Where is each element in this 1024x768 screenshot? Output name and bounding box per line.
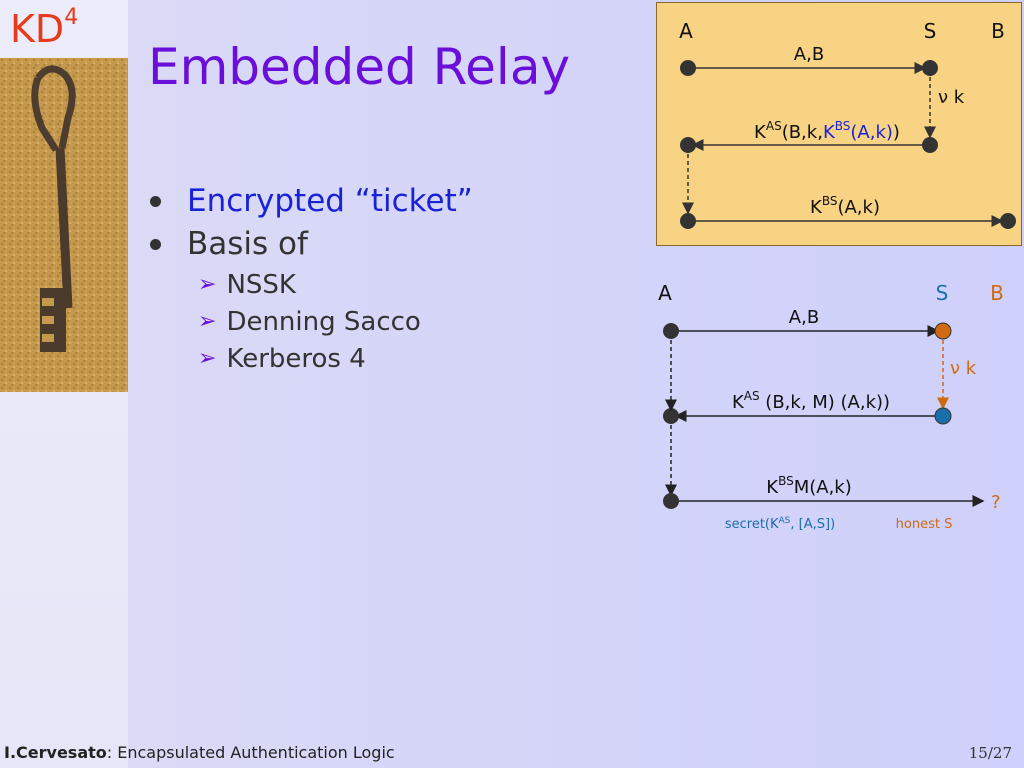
nu-k-label: ν k: [950, 358, 977, 379]
node-a2: [663, 408, 679, 424]
footer-author: I.Cervesato: [4, 743, 107, 762]
msg2-as: AS: [744, 389, 760, 403]
msg2-k: K: [754, 122, 767, 143]
msg3-label: KBS(A,k): [810, 194, 880, 218]
arrow-bullet-icon: ➢: [198, 272, 217, 297]
node-b-as-s1: [934, 322, 952, 340]
agent-label-a: A: [658, 281, 672, 305]
node-a2: [680, 137, 696, 153]
agent-label-s: S: [936, 281, 949, 305]
node-s2: [922, 137, 938, 153]
honest-label: honest S: [896, 517, 953, 532]
kd-badge-sup: 4: [64, 5, 79, 31]
footer-credit: I.Cervesato: Encapsulated Authentication…: [4, 743, 395, 762]
msg3-rest: M(A,k): [794, 477, 852, 498]
agent-label-b: B: [991, 19, 1005, 43]
node-a1: [680, 60, 696, 76]
agent-label-b: B: [990, 281, 1004, 305]
node-s2: [934, 407, 952, 425]
sub-bullet-text: NSSK: [226, 269, 296, 300]
node-s1: [922, 60, 938, 76]
msg3-k: K: [810, 197, 823, 218]
msg2-bs: BS: [835, 119, 851, 133]
node-a1: [663, 323, 679, 339]
sub-bullet-item: ➢ Kerberos 4: [150, 340, 473, 377]
node-a3: [680, 213, 696, 229]
agent-label-s: S: [924, 19, 937, 43]
sub-bullet-item: ➢ Denning Sacco: [150, 303, 473, 340]
kd-badge-text: KD: [10, 7, 65, 51]
msg3-bs: BS: [822, 194, 838, 208]
msg2-label: KAS (B,k, M) (A,k)): [732, 389, 890, 413]
msg3-k: K: [766, 477, 779, 498]
msg2-open: (B,k,: [782, 122, 823, 143]
nu-k-label: ν k: [938, 87, 965, 108]
msg2-k2: K: [823, 122, 836, 143]
sub-bullet-text: Kerberos 4: [226, 343, 366, 374]
question-mark: ?: [991, 492, 1001, 513]
arrow-bullet-icon: ➢: [198, 309, 217, 334]
msg3-rest: (A,k): [837, 197, 880, 218]
msg2-close: ): [893, 122, 900, 143]
footer-subtitle: : Encapsulated Authentication Logic: [106, 743, 395, 762]
msg3-label: KBSM(A,k): [766, 474, 852, 498]
bullet-item: Basis of: [150, 222, 473, 266]
top-protocol-diagram: A S B A,B ν k KAS(B,k,KBS(A,k)) KBS(A,k): [656, 2, 1022, 246]
msg1-label: A,B: [794, 44, 824, 65]
secret-post: , [A,S]): [790, 517, 835, 532]
bullet-text: Basis of: [187, 226, 308, 262]
bullet-dot-icon: [150, 238, 161, 250]
node-a3: [663, 493, 679, 509]
sub-bullet-item: ➢ NSSK: [150, 266, 473, 303]
page-number: 15/27: [968, 744, 1012, 762]
msg2-as: AS: [766, 119, 782, 133]
kd4-badge: KD4: [10, 7, 78, 51]
agent-label-a: A: [679, 19, 693, 43]
msg2-k: K: [732, 392, 745, 413]
msg2-inner: (A,k): [850, 122, 893, 143]
msg1-label: A,B: [789, 307, 819, 328]
slide-title: Embedded Relay: [148, 38, 571, 96]
secret-label: secret(KAS, [A,S]): [725, 516, 835, 532]
secret-sup: AS: [779, 516, 791, 526]
bullet-text: Encrypted “ticket”: [187, 183, 473, 219]
node-b3: [1000, 213, 1016, 229]
bottom-protocol-diagram: A S B A,B ν k KAS (B,k, M) (A,k)) KBSM(A…: [658, 281, 1004, 532]
bullet-dot-icon: [150, 195, 161, 207]
sub-bullet-text: Denning Sacco: [226, 306, 421, 337]
secret-pre: secret(K: [725, 517, 779, 532]
key-photo: [0, 58, 128, 392]
msg3-bs: BS: [778, 474, 794, 488]
bullet-list: Encrypted “ticket” Basis of ➢ NSSK ➢ Den…: [150, 180, 473, 377]
bullet-item: Encrypted “ticket”: [150, 180, 473, 222]
msg2-rest: (B,k, M) (A,k)): [760, 392, 890, 413]
arrow-bullet-icon: ➢: [198, 346, 217, 371]
msg2-label: KAS(B,k,KBS(A,k)): [754, 119, 900, 143]
